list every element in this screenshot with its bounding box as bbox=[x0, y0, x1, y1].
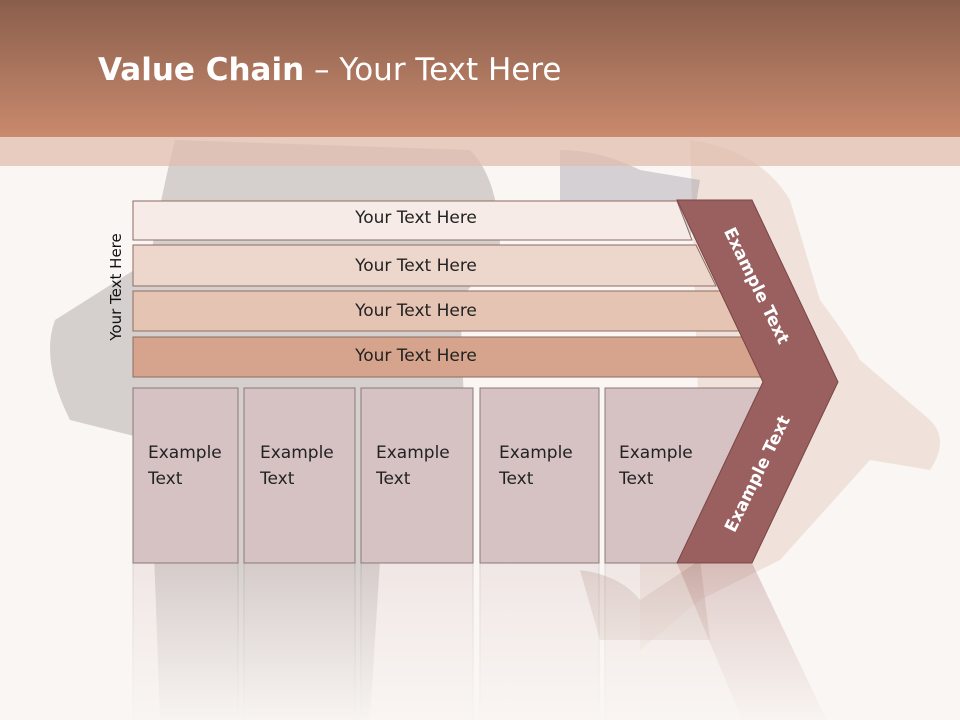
column-label-3-line1: Example bbox=[376, 443, 450, 463]
column-label-1-line2: Text bbox=[148, 469, 183, 489]
column-label-3: Example Text bbox=[376, 440, 450, 492]
title-bold: Value Chain bbox=[98, 52, 305, 88]
row-label-3: Your Text Here bbox=[355, 301, 477, 321]
title-bar bbox=[0, 0, 960, 137]
column-label-2-line2: Text bbox=[260, 469, 295, 489]
slide-title: Value Chain – Your Text Here bbox=[98, 52, 561, 88]
row-band-1[interactable] bbox=[132, 200, 693, 241]
column-label-4-line1: Example bbox=[499, 443, 573, 463]
column-box-4[interactable] bbox=[479, 387, 600, 564]
column-label-2: Example Text bbox=[260, 440, 334, 492]
column-label-3-line2: Text bbox=[376, 469, 411, 489]
column-label-1-line1: Example bbox=[148, 443, 222, 463]
column-label-1: Example Text bbox=[148, 440, 222, 492]
column-label-4-line2: Text bbox=[499, 469, 534, 489]
column-label-2-line1: Example bbox=[260, 443, 334, 463]
column-box-3[interactable] bbox=[360, 387, 474, 564]
column-label-4: Example Text bbox=[499, 440, 573, 492]
row-label-2: Your Text Here bbox=[355, 256, 477, 276]
column-label-5: Example Text bbox=[619, 440, 693, 492]
row-label-1: Your Text Here bbox=[355, 208, 477, 228]
column-label-5-line2: Text bbox=[619, 469, 654, 489]
diagram-reflection bbox=[0, 563, 960, 720]
title-strip bbox=[0, 137, 960, 166]
row-band-2[interactable] bbox=[132, 244, 717, 287]
column-box-1[interactable] bbox=[132, 387, 239, 564]
column-label-5-line1: Example bbox=[619, 443, 693, 463]
title-rest: – Your Text Here bbox=[304, 52, 562, 88]
column-box-2[interactable] bbox=[243, 387, 356, 564]
row-label-4: Your Text Here bbox=[355, 346, 477, 366]
